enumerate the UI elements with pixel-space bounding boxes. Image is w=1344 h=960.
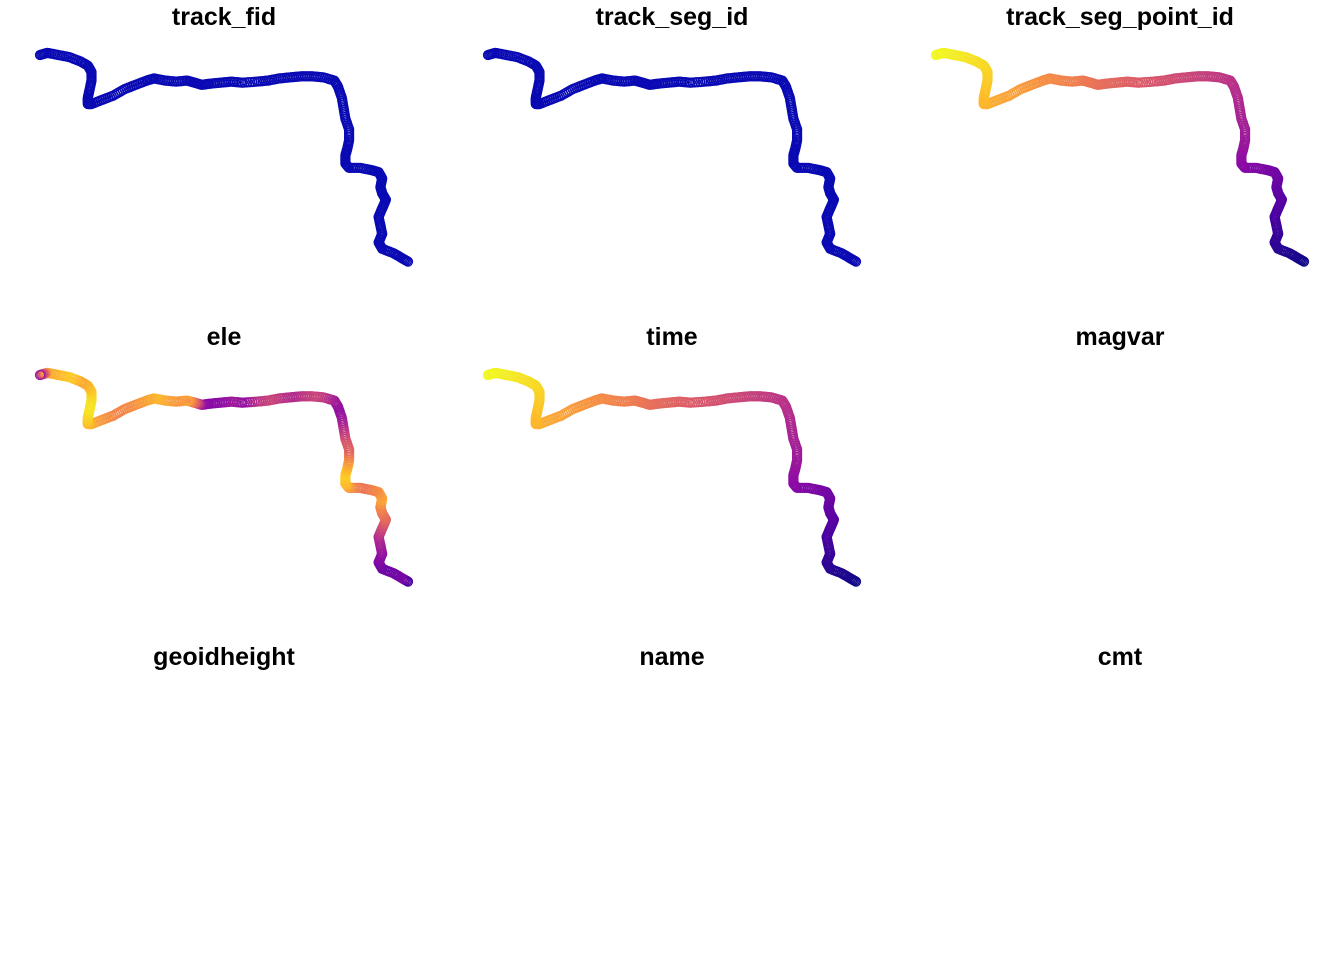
facet-plot-area (930, 47, 1310, 267)
facet-plot-area (34, 47, 414, 267)
facet-panel: cmt (896, 640, 1344, 960)
facet-panel: magvar (896, 320, 1344, 640)
facet-title: track_seg_point_id (1006, 3, 1234, 31)
track-points (34, 367, 414, 587)
facet-title: magvar (1075, 323, 1165, 351)
track-points (34, 47, 414, 267)
facet-panel: time (448, 320, 896, 640)
facet-title: track_fid (171, 3, 277, 31)
facet-panel: ele (0, 320, 448, 640)
facet-plot-area (34, 367, 414, 587)
track-point (482, 369, 494, 381)
track-points (930, 47, 1310, 267)
facet-plot-area (482, 47, 862, 267)
track-point (930, 49, 942, 61)
track-point (34, 369, 46, 381)
facet-title: geoidheight (153, 643, 295, 671)
facet-panel: track_fid (0, 0, 448, 320)
facet-title: cmt (1097, 643, 1143, 671)
facet-plot-area (482, 367, 862, 587)
facet-panel: track_seg_id (448, 0, 896, 320)
facet-panel: name (448, 640, 896, 960)
facet-panel: geoidheight (0, 640, 448, 960)
facet-panel: track_seg_point_id (896, 0, 1344, 320)
track-points (482, 47, 862, 267)
track-point (482, 49, 494, 61)
facet-title: name (639, 643, 705, 671)
track-points (482, 367, 862, 587)
facet-title: ele (206, 323, 242, 351)
track-point (34, 49, 46, 61)
facet-title: time (646, 323, 698, 351)
facet-title: track_seg_id (595, 3, 749, 31)
